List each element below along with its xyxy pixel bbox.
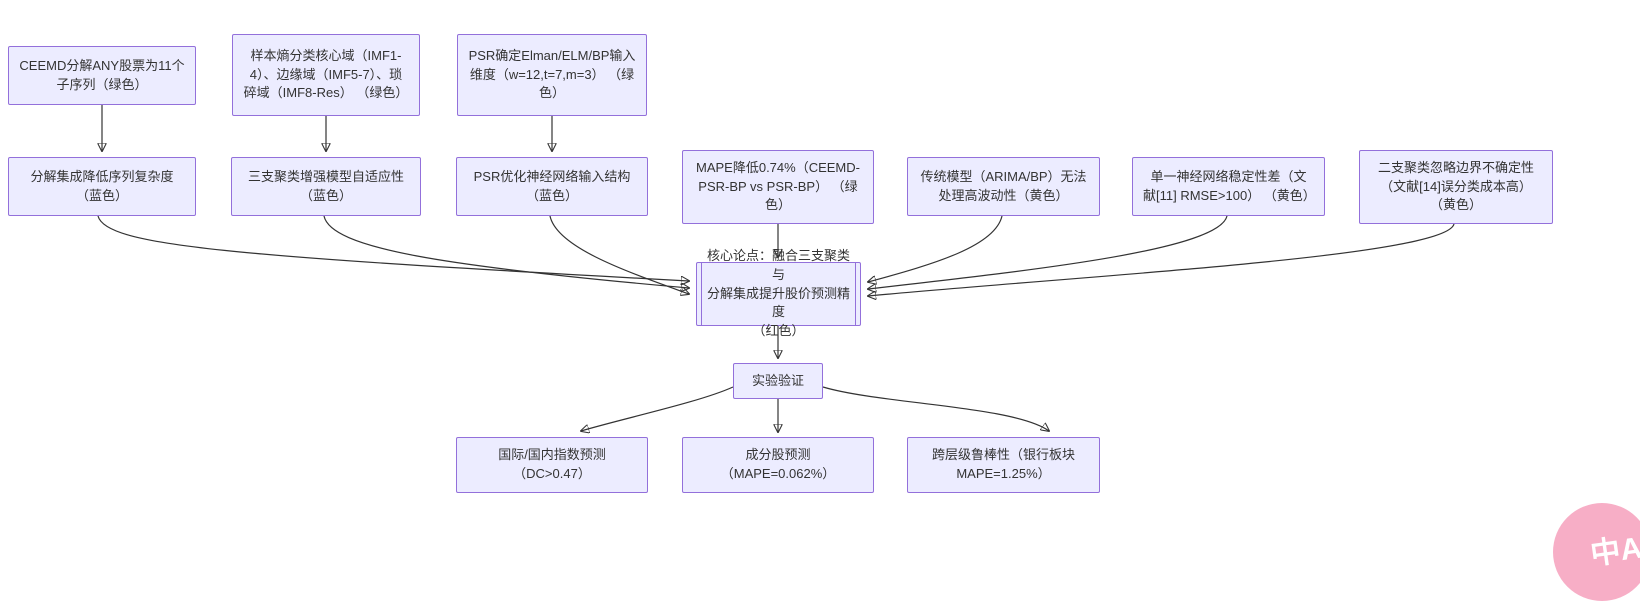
node-three-way-adaptive: 三支聚类增强模型自适应性 （蓝色） xyxy=(231,157,421,216)
translate-badge-label: 中A xyxy=(1588,531,1640,572)
node-core-thesis: 核心论点：融合三支聚类与 分解集成提升股价预测精度 （红色） xyxy=(696,248,861,338)
translate-badge[interactable]: 中A xyxy=(1553,503,1640,601)
node-sample-entropy: 样本熵分类核心域（IMF1- 4）、边缘域（IMF5-7）、琐 碎域（IMF8-… xyxy=(232,34,420,116)
node-index-prediction: 国际/国内指数预测 （DC>0.47） xyxy=(456,437,648,493)
node-traditional-limit: 传统模型（ARIMA/BP）无法 处理高波动性（黄色） xyxy=(907,157,1100,216)
node-constituent-prediction: 成分股预测 （MAPE=0.062%） xyxy=(682,437,874,493)
node-single-nn-unstable: 单一神经网络稳定性差（文 献[11] RMSE>100） （黄色） xyxy=(1132,157,1325,216)
edges-layer xyxy=(97,105,1455,574)
node-decompose-complexity: 分解集成降低序列复杂度 （蓝色） xyxy=(8,157,196,216)
node-mape-improve: MAPE降低0.74%（CEEMD- PSR-BP vs PSR-BP） （绿 … xyxy=(682,150,874,224)
node-cross-level-robustness: 跨层级鲁棒性（银行板块 MAPE=1.25%） xyxy=(907,437,1100,493)
flowchart-canvas: CEEMD分解ANY股票为11个 子序列（绿色） 样本熵分类核心域（IMF1- … xyxy=(8,34,1640,601)
node-experiment-validation: 实验验证 xyxy=(733,363,823,399)
node-ceemd-decompose: CEEMD分解ANY股票为11个 子序列（绿色） xyxy=(8,46,196,105)
node-psr-structure: PSR优化神经网络输入结构 （蓝色） xyxy=(456,157,648,216)
node-psr-dimension: PSR确定Elman/ELM/BP输入 维度（w=12,t=7,m=3） （绿 … xyxy=(457,34,647,116)
node-two-way-boundary: 二支聚类忽略边界不确定性 （文献[14]误分类成本高） （黄色） xyxy=(1359,150,1553,224)
